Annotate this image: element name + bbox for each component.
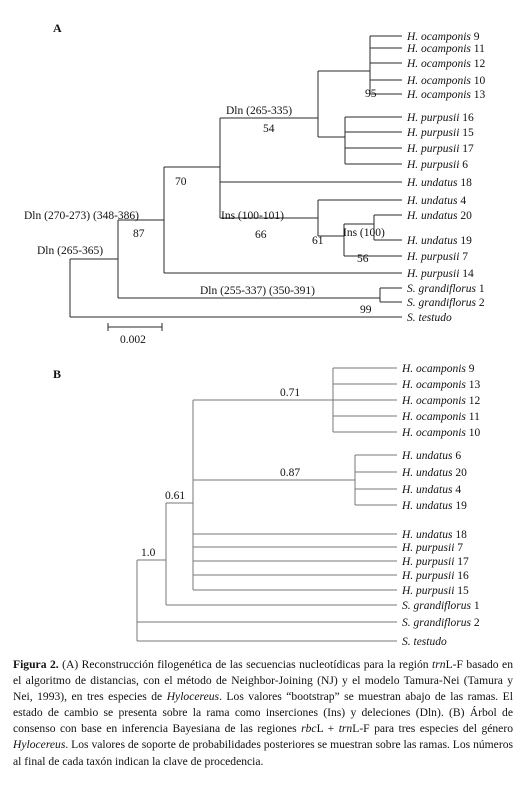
caption-genus-2: Hylocereus — [13, 738, 66, 752]
taxon-label: H. ocamponis 11 — [401, 411, 480, 423]
taxon-label: H. ocamponis 13 — [401, 379, 481, 391]
taxon-label: H. ocamponis 9 — [406, 31, 480, 43]
caption-label: Figura 2. — [13, 658, 59, 671]
support-87: 87 — [133, 228, 145, 240]
taxon-label: H. ocamponis 10 — [406, 75, 486, 87]
grandiflorus-branches — [118, 287, 402, 303]
taxon-label: S. grandiflorus 2 — [402, 617, 480, 629]
caption-text-1: (A) Reconstrucción filogenética de las s… — [58, 658, 433, 671]
caption-text-4: L + — [316, 722, 339, 736]
b-root-branches — [136, 560, 397, 642]
purpusii-branches — [318, 116, 402, 165]
taxon-label: H. undatus 6 — [401, 450, 461, 462]
panel-b-tree: B 0.71 0.87 0.61 1.0 H. ocamponis 9H. oc… — [53, 363, 481, 648]
b-node-1 — [137, 503, 397, 606]
taxon-label: H. undatus 18 — [401, 529, 467, 541]
caption-rbc: rbc — [301, 722, 317, 736]
node-70-branches — [164, 118, 402, 218]
event-ins-100: Ins (100) — [343, 227, 385, 239]
taxon-label: H. ocamponis 12 — [406, 58, 486, 70]
panel-b-taxon-labels: H. ocamponis 9 H. ocamponis 13 H. ocamponi… — [401, 363, 481, 648]
taxon-label: S. testudo — [407, 312, 452, 324]
taxon-label: H. purpusii 7 — [406, 251, 468, 263]
figure-caption: Figura 2. (A) Reconstrucción filogenétic… — [13, 657, 513, 770]
event-dln-265-335: Dln (265-335) — [226, 105, 292, 117]
support-99: 99 — [360, 304, 372, 316]
support-95: 95 — [365, 88, 377, 100]
support-70: 70 — [175, 176, 187, 188]
b-support-087: 0.87 — [280, 467, 300, 479]
taxon-label: H. undatus 19 — [406, 235, 472, 247]
node-54-branches — [220, 71, 319, 137]
taxon-label: S. testudo — [402, 636, 447, 648]
b-undatus-branches — [193, 454, 397, 506]
event-dln-270-386: Dln (270-273) (348-386) — [24, 210, 139, 222]
taxon-label: H. purpusii 15 — [401, 585, 469, 597]
phylogeny-figure: A 0.002 95 54 70 87 66 61 56 99 Dln ( — [24, 21, 486, 648]
caption-genus-1: Hylocereus — [166, 690, 220, 704]
caption-text-6: . Los valores de soporte de probabilidad… — [13, 738, 513, 768]
node-87-branches — [118, 167, 402, 274]
taxon-label: H. purpusii 6 — [406, 159, 468, 171]
panel-b-label: B — [53, 367, 61, 381]
taxon-label: H. ocamponis 12 — [401, 395, 481, 407]
caption-trn-2: trn — [338, 722, 353, 736]
panel-a-tree: A 0.002 95 54 70 87 66 61 56 99 Dln ( — [24, 21, 486, 346]
b-polytomy-branches — [193, 533, 397, 591]
taxon-label: S. grandiflorus 1 — [407, 283, 485, 295]
ocamponis-branches — [318, 35, 402, 95]
panel-a-label: A — [53, 21, 62, 35]
panel-a-taxon-labels: H. ocamponis 9H. ocamponis 11 H. ocamponi… — [406, 31, 486, 324]
support-66: 66 — [255, 229, 267, 241]
taxon-label: H. ocamponis 10 — [401, 427, 481, 439]
taxon-label: S. grandiflorus 2 — [407, 297, 485, 309]
b-support-071: 0.71 — [280, 387, 300, 399]
caption-text-2: L-F basado en el algoritmo de distancias… — [13, 658, 513, 704]
taxon-label: H. undatus 20 — [401, 467, 467, 479]
support-61: 61 — [312, 235, 324, 247]
taxon-label: H. purpusii 17 — [406, 143, 474, 155]
b-ocamponis-branches — [193, 367, 397, 433]
event-ins-100-101: Ins (100-101) — [221, 210, 284, 222]
support-54: 54 — [263, 123, 275, 135]
scale-bar — [107, 323, 163, 331]
event-dln-255-391: Dln (255-337) (350-391) — [200, 285, 315, 297]
caption-text-3: . Los valores “bootstrap” se muestran ab… — [13, 690, 513, 736]
taxon-label: H. undatus 4 — [401, 484, 461, 496]
ingroup-branches — [70, 220, 119, 298]
taxon-label: H. undatus 19 — [401, 500, 467, 512]
caption-trn-1: trn — [432, 658, 446, 671]
taxon-label: H. purpusii 14 — [406, 268, 474, 280]
taxon-label: H. undatus 20 — [406, 210, 472, 222]
taxon-label: H. purpusii 16 — [406, 112, 474, 124]
taxon-label: S. grandiflorus 1 — [402, 600, 480, 612]
event-dln-265-365: Dln (265-365) — [37, 245, 103, 257]
support-56: 56 — [357, 253, 369, 265]
taxon-label: H. purpusii 16 — [401, 570, 469, 582]
caption-text-5: L-F para tres especies del género — [352, 722, 513, 736]
scale-label: 0.002 — [120, 334, 146, 346]
taxon-label: H. purpusii 17 — [401, 556, 469, 568]
taxon-label: H. purpusii 7 — [401, 542, 463, 554]
b-hylocereus-node — [166, 400, 194, 590]
root-branches — [69, 259, 402, 318]
undatus-subclade-branches — [343, 214, 402, 257]
b-support-10: 1.0 — [141, 547, 156, 559]
taxon-label: H. undatus 18 — [406, 177, 472, 189]
taxon-label: H. ocamponis 11 — [406, 43, 485, 55]
b-support-061: 0.61 — [165, 490, 185, 502]
taxon-label: H. purpusii 15 — [406, 127, 474, 139]
taxon-label: H. ocamponis 13 — [406, 89, 486, 101]
taxon-label: H. undatus 4 — [406, 195, 466, 207]
taxon-label: H. ocamponis 9 — [401, 363, 475, 375]
